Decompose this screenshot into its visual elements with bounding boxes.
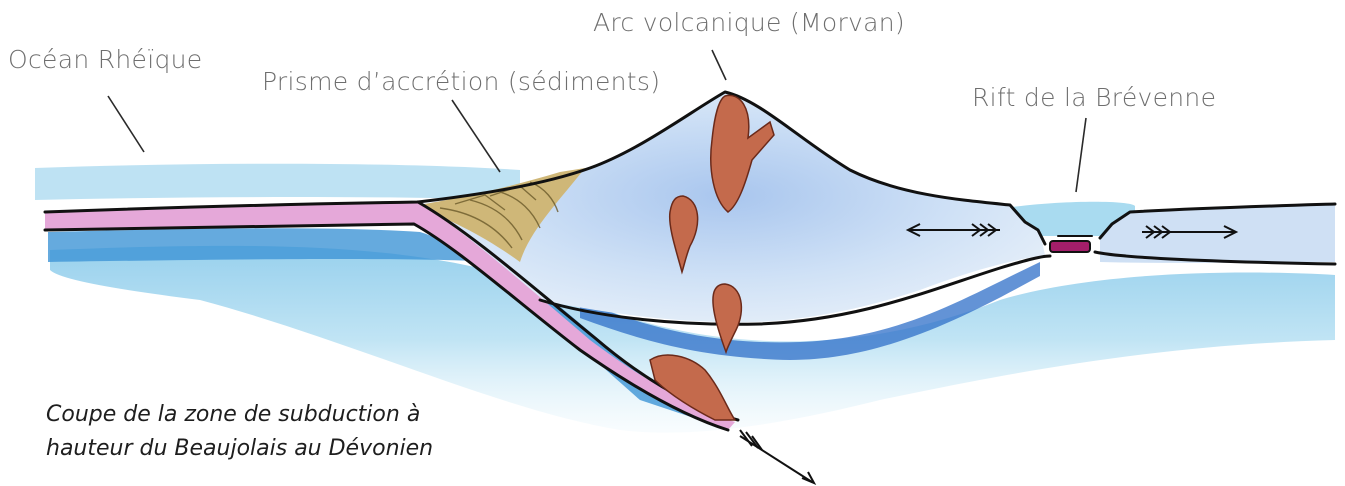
caption-line-2: hauteur du Beaujolais au Dévonien — [46, 432, 433, 466]
caption-line-1: Coupe de la zone de subduction à — [46, 398, 433, 432]
ocean-water-left — [35, 164, 520, 200]
right-crust — [1100, 205, 1335, 263]
subduction-arrow — [740, 430, 814, 483]
label-arc: Arc volcanique (Morvan) — [593, 8, 905, 37]
label-ocean: Océan Rhéïque — [8, 45, 202, 74]
label-prism: Prisme d’accrétion (sédiments) — [262, 67, 660, 96]
label-rift: Rift de la Brévenne — [972, 83, 1216, 112]
figure-caption: Coupe de la zone de subduction à hauteur… — [46, 398, 433, 466]
rift-magma — [1050, 241, 1090, 252]
